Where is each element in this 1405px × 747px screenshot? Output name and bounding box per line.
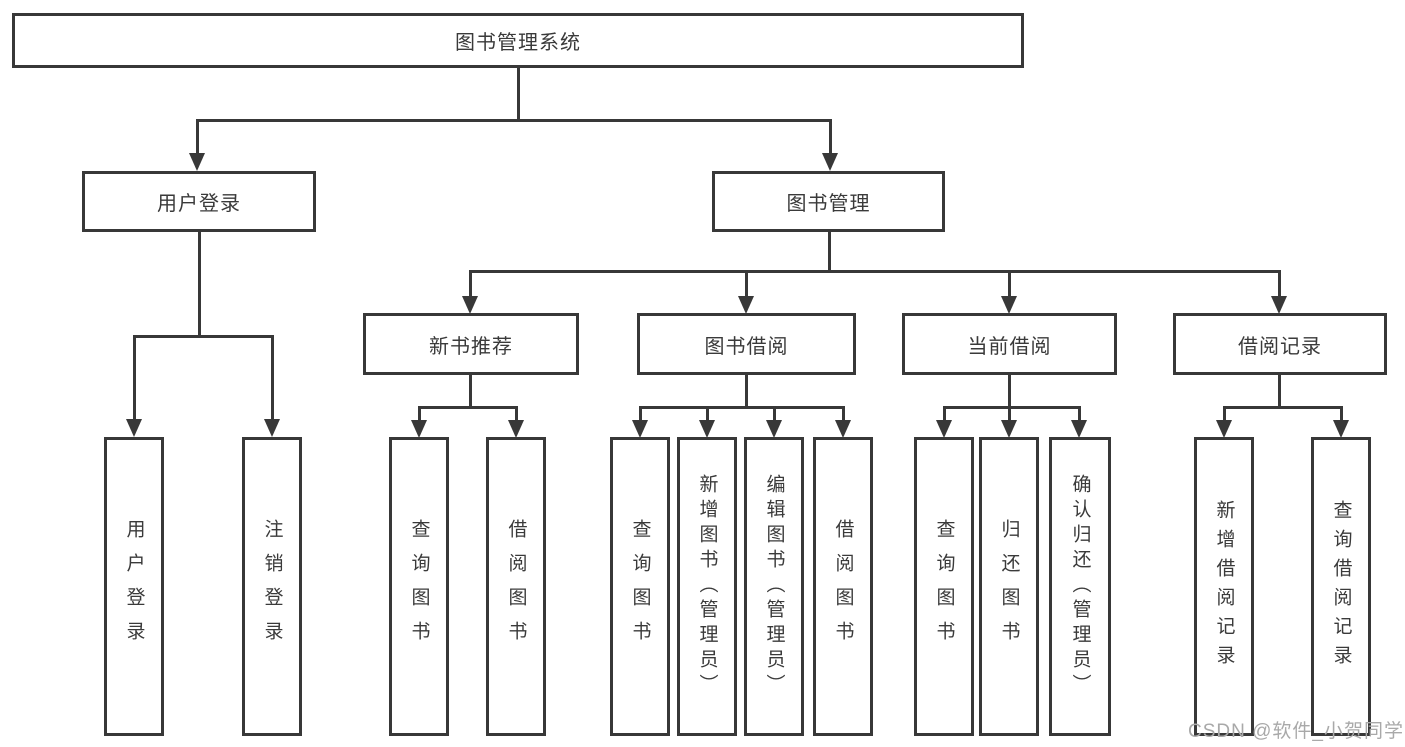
- leaf-label: 编辑图书（管理员）: [763, 474, 785, 699]
- connector-stem: [271, 337, 274, 420]
- leaf-label: 新增图书（管理员）: [696, 474, 718, 699]
- arrowhead-down: [1216, 420, 1232, 438]
- leaf-label: 归还图书: [998, 518, 1020, 655]
- node-book-management: 图书管理: [712, 171, 945, 232]
- leaf-add-book-admin: 新增图书（管理员）: [677, 437, 737, 736]
- leaf-query-book-borrowing: 查询图书: [610, 437, 670, 736]
- connector-stem: [1278, 272, 1281, 297]
- connector-bookborrow-vline: [745, 375, 748, 408]
- leaf-label: 借阅图书: [832, 518, 854, 655]
- connector-stem: [196, 121, 199, 154]
- leaf-label: 用户登录: [123, 518, 145, 655]
- connector-bookmgmt-hline: [469, 270, 1281, 273]
- node-borrowing-records: 借阅记录: [1173, 313, 1387, 375]
- connector-bookmgmt-vline: [828, 232, 831, 272]
- node-current-borrowing: 当前借阅: [902, 313, 1117, 375]
- arrowhead-down: [1333, 420, 1349, 438]
- connector-borrowrecord-vline: [1278, 375, 1281, 408]
- connector-stem: [706, 408, 709, 422]
- connector-newbook-vline: [469, 375, 472, 408]
- leaf-borrow-book-borrowing: 借阅图书: [813, 437, 873, 736]
- arrowhead-down: [766, 420, 782, 438]
- arrowhead-down: [822, 153, 838, 171]
- connector-stem: [773, 408, 776, 422]
- connector-stem: [1223, 408, 1226, 422]
- connector-stem: [1078, 408, 1081, 422]
- node-label: 当前借阅: [967, 335, 1052, 358]
- arrowhead-down: [1271, 296, 1287, 314]
- leaf-label: 新增借阅记录: [1213, 499, 1235, 674]
- node-user-login: 用户登录: [82, 171, 316, 232]
- connector-stem: [1008, 408, 1011, 422]
- connector-bookborrow-hline: [639, 406, 845, 409]
- connector-newbook-hline: [418, 406, 518, 409]
- leaf-label: 借阅图书: [505, 518, 527, 655]
- leaf-query-book-newbook: 查询图书: [389, 437, 449, 736]
- connector-currentborrow-hline: [943, 406, 1081, 409]
- node-label: 图书管理: [786, 193, 871, 215]
- leaf-label: 查询图书: [629, 518, 651, 655]
- leaf-borrow-book-newbook: 借阅图书: [486, 437, 546, 736]
- connector-borrowrecord-hline: [1223, 406, 1343, 409]
- connector-stem: [469, 272, 472, 297]
- arrowhead-down: [738, 296, 754, 314]
- connector-stem: [1340, 408, 1343, 422]
- leaf-user-login: 用户登录: [104, 437, 164, 736]
- connector-stem: [133, 337, 136, 420]
- node-library-management-system: 图书管理系统: [12, 13, 1024, 68]
- leaf-label: 查询借阅记录: [1330, 499, 1352, 674]
- connector-stem: [418, 408, 421, 422]
- arrowhead-down: [264, 419, 280, 437]
- connector-userlogin-hline: [133, 335, 274, 338]
- leaf-edit-book-admin: 编辑图书（管理员）: [744, 437, 804, 736]
- leaf-label: 查询图书: [933, 518, 955, 655]
- connector-root-vline: [517, 68, 520, 121]
- node-book-borrowing: 图书借阅: [637, 313, 856, 375]
- arrowhead-down: [126, 419, 142, 437]
- node-new-book-recommend: 新书推荐: [363, 313, 579, 375]
- leaf-query-borrow-record: 查询借阅记录: [1311, 437, 1371, 736]
- arrowhead-down: [508, 420, 524, 438]
- connector-root-hline: [196, 119, 832, 122]
- arrowhead-down: [1001, 420, 1017, 438]
- connector-stem: [745, 272, 748, 297]
- node-label: 图书管理系统: [455, 32, 581, 54]
- node-label: 用户登录: [157, 193, 241, 215]
- arrowhead-down: [699, 420, 715, 438]
- leaf-return-book: 归还图书: [979, 437, 1039, 736]
- node-label: 借阅记录: [1238, 335, 1322, 358]
- leaf-query-book-current: 查询图书: [914, 437, 974, 736]
- connector-stem: [943, 408, 946, 422]
- arrowhead-down: [1071, 420, 1087, 438]
- arrowhead-down: [1001, 296, 1017, 314]
- node-label: 新书推荐: [429, 335, 513, 358]
- leaf-label: 查询图书: [408, 518, 430, 655]
- connector-stem: [829, 121, 832, 154]
- connector-userlogin-vline: [198, 232, 201, 338]
- arrowhead-down: [835, 420, 851, 438]
- leaf-label: 注销登录: [261, 518, 283, 655]
- csdn-watermark: CSDN @软件_小贺同学: [1188, 721, 1404, 742]
- arrowhead-down: [411, 420, 427, 438]
- arrowhead-down: [462, 296, 478, 314]
- connector-stem: [515, 408, 518, 422]
- leaf-label: 确认归还（管理员）: [1069, 474, 1091, 699]
- node-label: 图书借阅: [704, 335, 789, 358]
- connector-stem: [639, 408, 642, 422]
- arrowhead-down: [189, 153, 205, 171]
- arrowhead-down: [936, 420, 952, 438]
- connector-currentborrow-vline: [1008, 375, 1011, 408]
- connector-stem: [842, 408, 845, 422]
- leaf-confirm-return-admin: 确认归还（管理员）: [1049, 437, 1111, 736]
- arrowhead-down: [632, 420, 648, 438]
- leaf-add-borrow-record: 新增借阅记录: [1194, 437, 1254, 736]
- leaf-logout: 注销登录: [242, 437, 302, 736]
- connector-stem: [1008, 272, 1011, 297]
